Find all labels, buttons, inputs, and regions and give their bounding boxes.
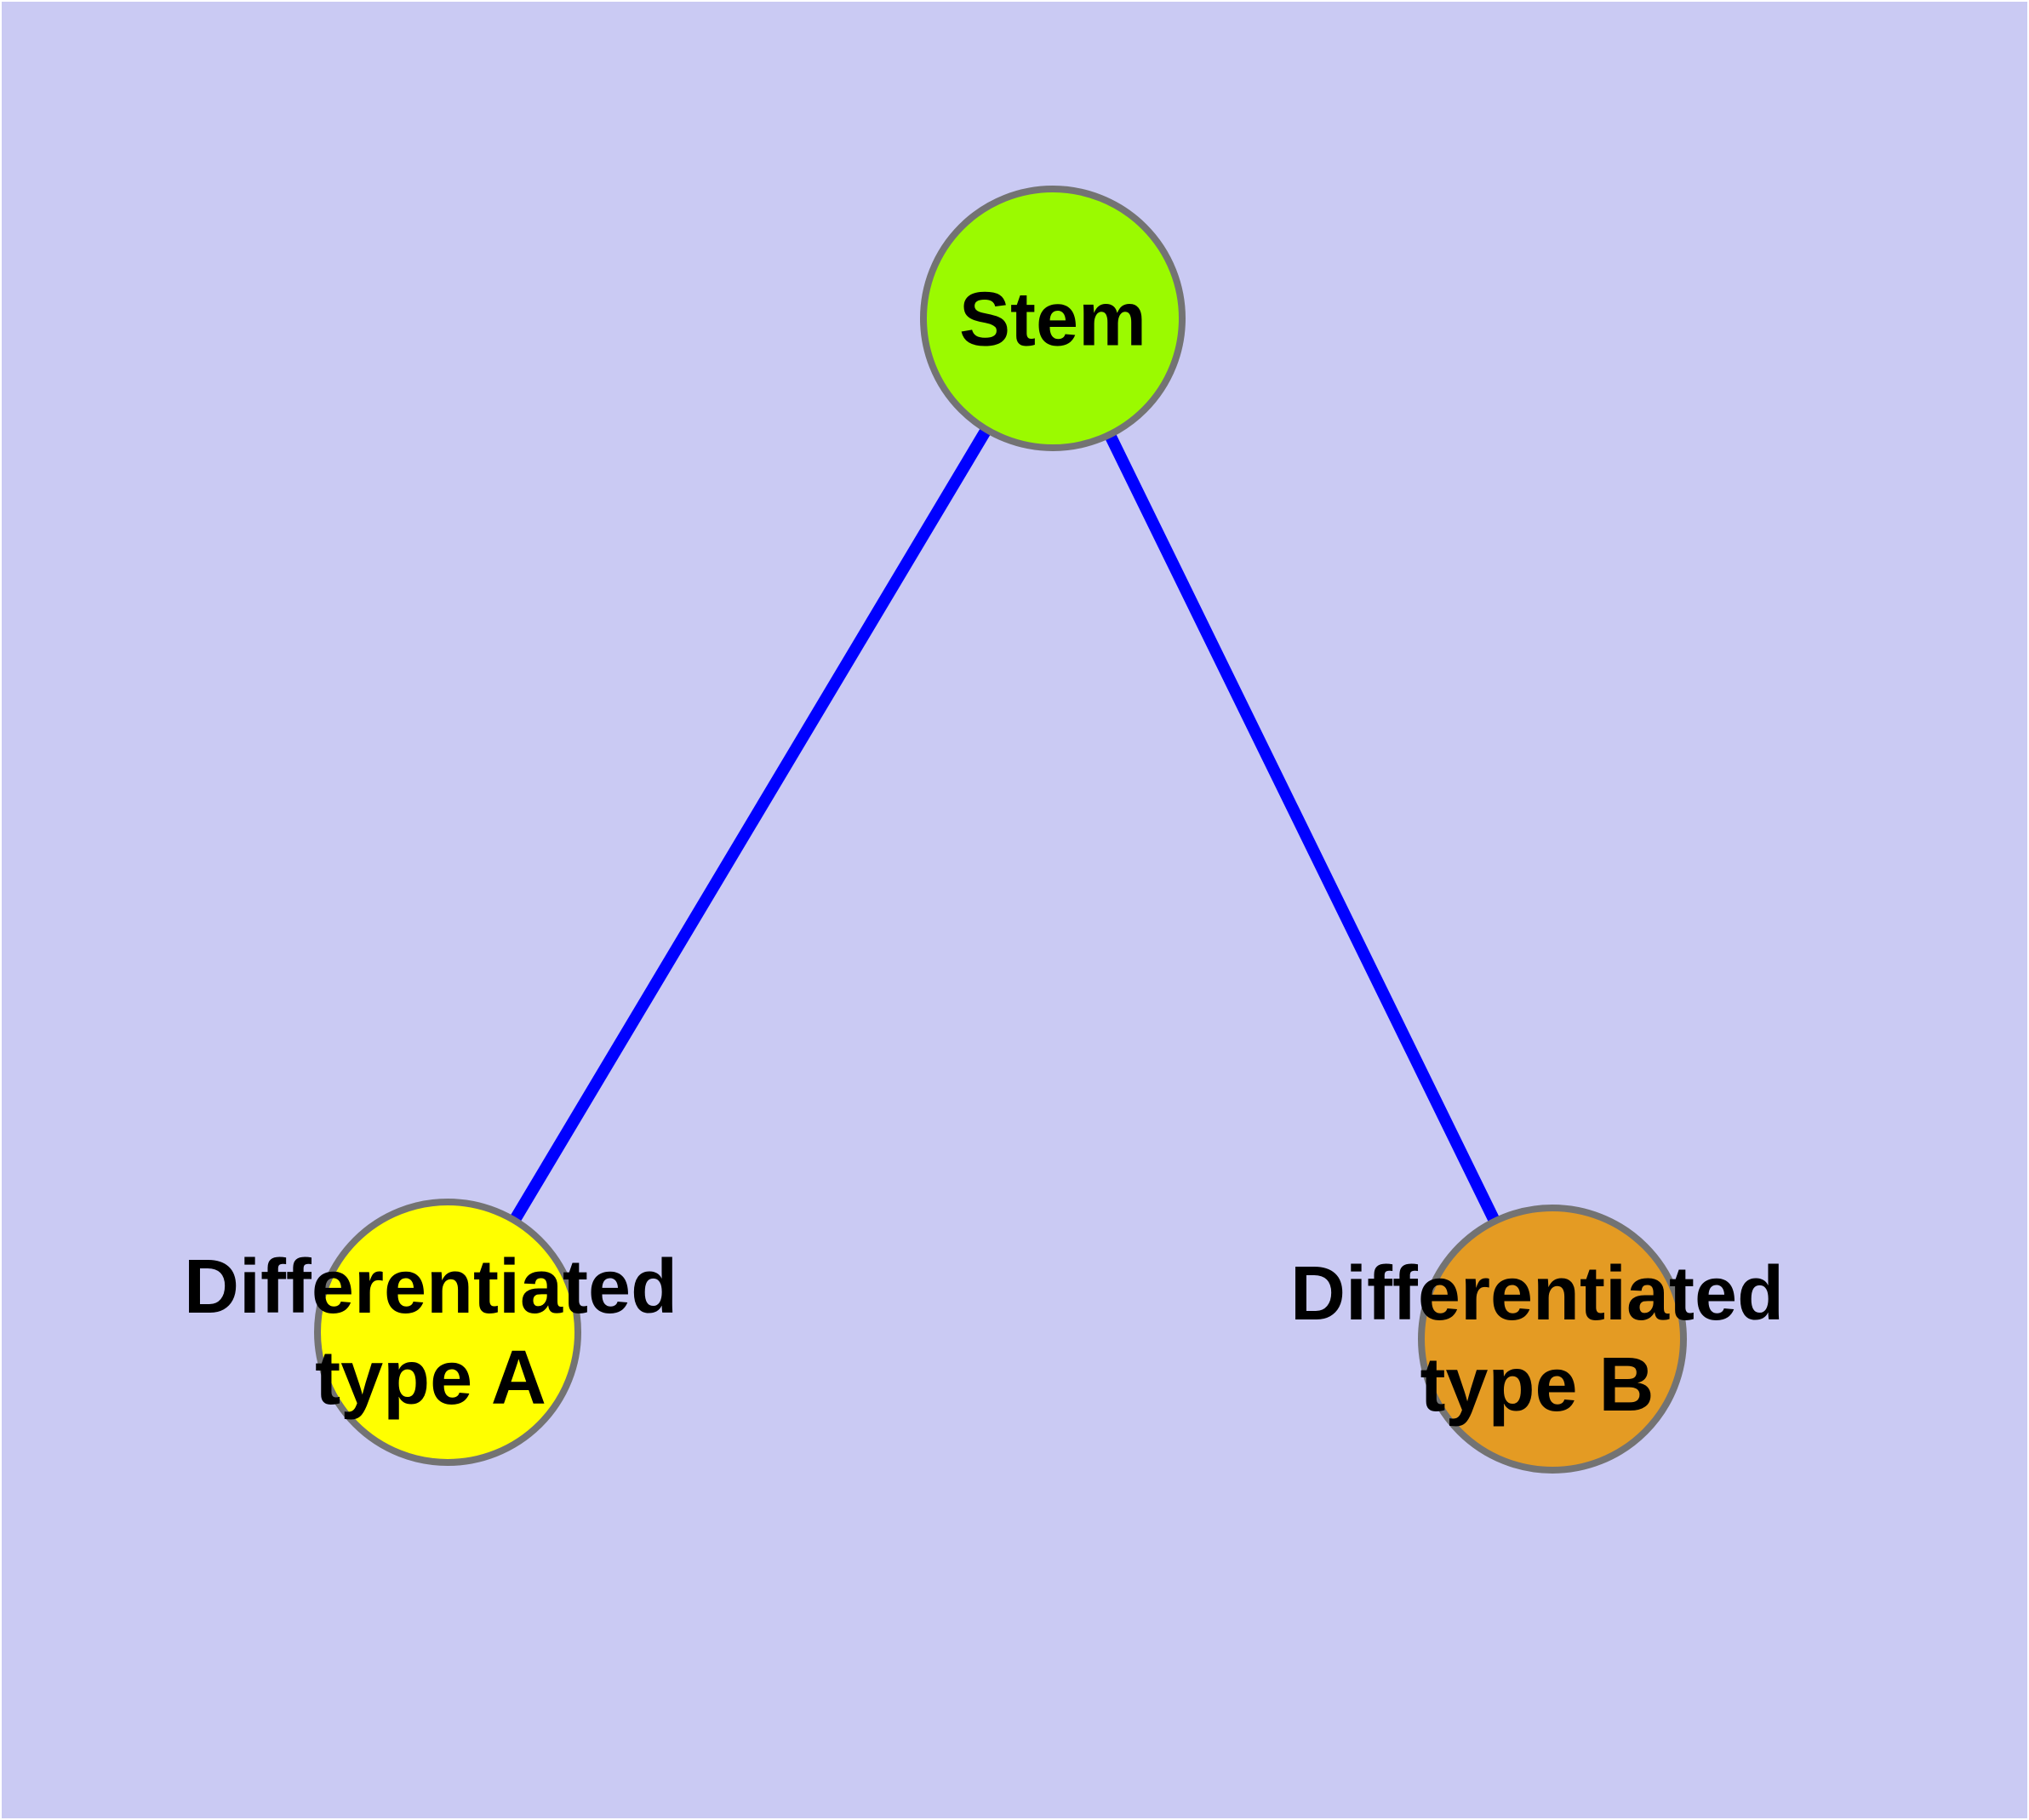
node-stem-label: Stem	[959, 275, 1146, 366]
node-stem-circle	[920, 186, 1186, 451]
node-type-a-label-line2: type A	[315, 1336, 546, 1421]
node-stem-label-text: Stem	[958, 277, 1147, 363]
node-differentiated-type-a-label: Differentiated type A	[184, 1242, 677, 1424]
node-type-b-label-line1: Differentiated	[1289, 1251, 1785, 1336]
node-type-b-label-line2: type B	[1420, 1342, 1655, 1428]
edge-stem-to-type-a	[442, 315, 1059, 1336]
node-differentiated-type-a-circle	[314, 1199, 581, 1466]
edge-stem-to-type-b	[1047, 315, 1558, 1342]
node-differentiated-type-b-circle	[1418, 1205, 1687, 1474]
node-differentiated-type-b-label: Differentiated type B	[1290, 1249, 1784, 1431]
node-type-a-label-line1: Differentiated	[183, 1245, 678, 1330]
